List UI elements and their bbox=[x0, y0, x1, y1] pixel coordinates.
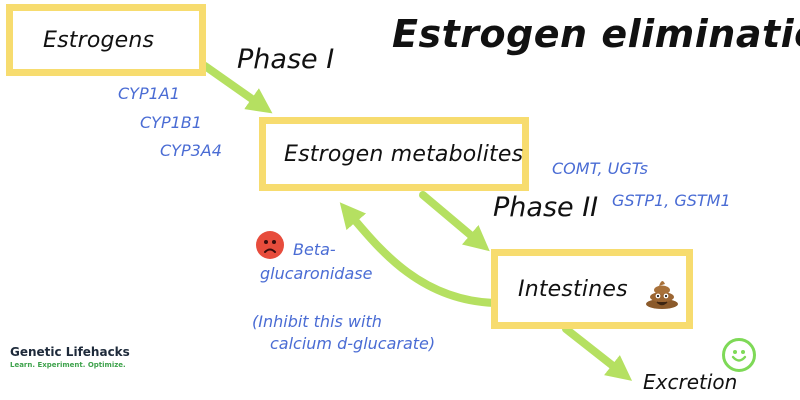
brand-tagline: Learn. Experiment. Optimize. bbox=[10, 361, 126, 369]
phase-one-label: Phase I bbox=[237, 44, 335, 75]
enzyme-cyp1a1: CYP1A1 bbox=[118, 84, 180, 103]
diagram-title: Estrogen elimination bbox=[392, 12, 800, 56]
beta-glucaronidase-line-2: glucaronidase bbox=[260, 264, 373, 283]
phase-two-label: Phase II bbox=[493, 192, 599, 223]
intestines-label: Intestines bbox=[518, 276, 628, 302]
sad-face-icon bbox=[256, 231, 284, 259]
estrogen-metabolites-box: Estrogen metabolites bbox=[259, 117, 529, 191]
inhibitor-note-line-1: (Inhibit this with bbox=[252, 312, 382, 331]
estrogen-metabolites-label: Estrogen metabolites bbox=[284, 141, 524, 167]
inhibitor-note-line-2: calcium d-glucarate) bbox=[270, 334, 436, 353]
poop-icon bbox=[646, 280, 678, 309]
excretion-label: Excretion bbox=[643, 370, 738, 394]
brand-name: Genetic Lifehacks bbox=[10, 345, 130, 359]
arrow-reabsorption bbox=[339, 202, 498, 307]
enzyme-cyp1b1: CYP1B1 bbox=[140, 113, 202, 132]
enzyme-comt-ugts: COMT, UGTs bbox=[552, 159, 648, 178]
arrow-phase-one bbox=[201, 62, 273, 114]
estrogens-label: Estrogens bbox=[43, 27, 155, 53]
beta-glucaronidase-line-1: Beta- bbox=[293, 240, 336, 259]
enzyme-gstp1-gstm1: GSTP1, GSTM1 bbox=[612, 191, 731, 210]
brand-logo: Genetic Lifehacks Learn. Experiment. Opt… bbox=[10, 345, 130, 369]
estrogens-box: Estrogens bbox=[6, 4, 206, 76]
arrow-phase-two bbox=[419, 191, 490, 252]
smiley-face-icon bbox=[722, 338, 756, 372]
arrow-excretion bbox=[562, 325, 633, 381]
enzyme-cyp3a4: CYP3A4 bbox=[160, 141, 222, 160]
